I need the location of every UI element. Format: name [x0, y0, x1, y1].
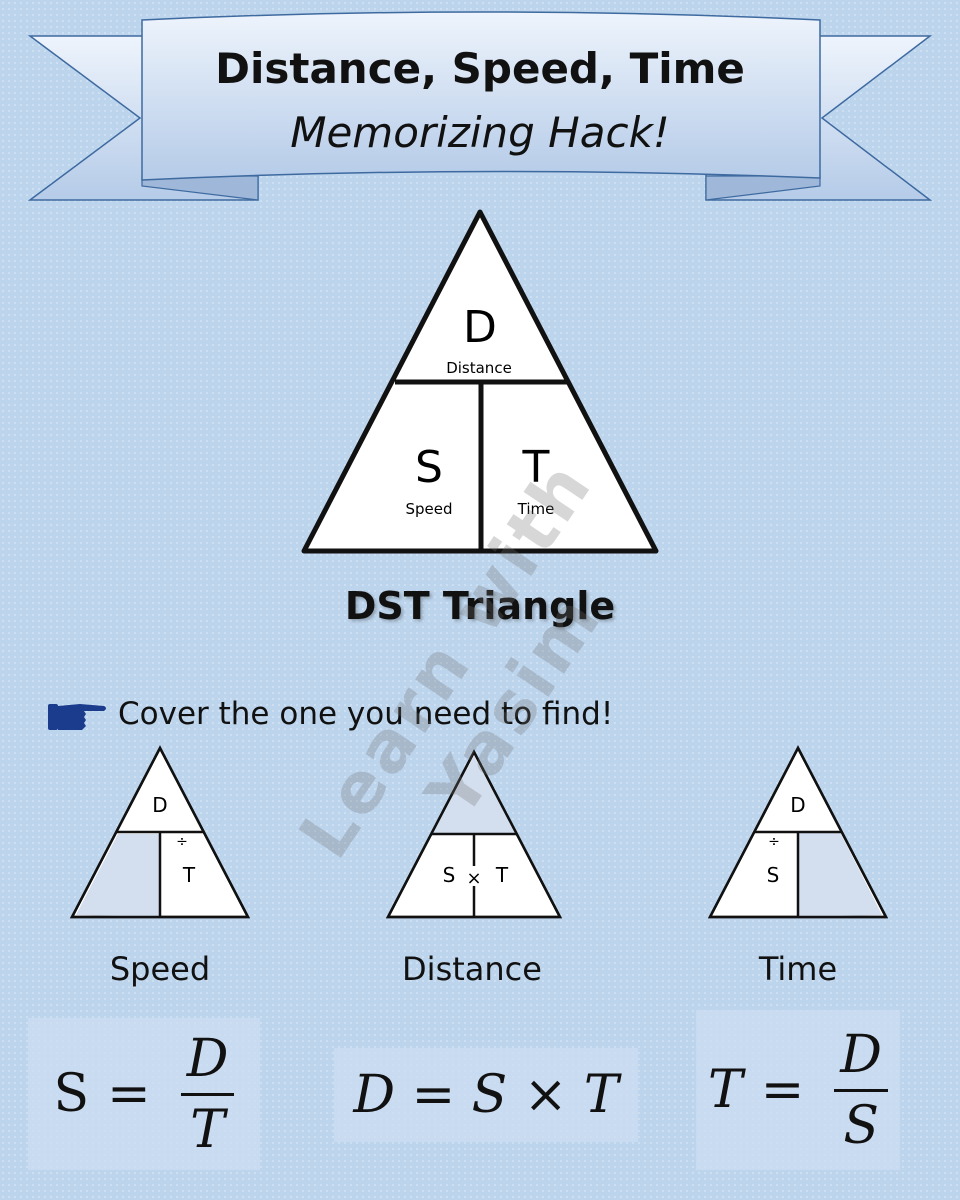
formula-time: T = D S: [696, 1010, 900, 1170]
speed-right-letter: T: [182, 863, 196, 887]
speed-formula-denominator: T: [190, 1099, 225, 1160]
top-letter: D: [463, 302, 497, 353]
right-label: Time: [517, 500, 555, 518]
speed-formula-numerator: D: [186, 1028, 229, 1089]
time-formula-fraction: D S: [834, 1025, 888, 1156]
distance-operator: ×: [466, 868, 481, 889]
speed-formula-lhs: S: [53, 1064, 90, 1124]
formula-speed: S = D T: [28, 1018, 260, 1170]
mini-triangle-time: D ÷ S: [707, 745, 889, 919]
mini-triangles: D ÷ T S × T D ÷ S: [69, 745, 889, 919]
speed-formula-bar: [180, 1092, 235, 1096]
label-time: Time: [758, 950, 838, 988]
distance-formula-text: D = S × T: [353, 1065, 619, 1125]
right-letter: T: [522, 442, 550, 493]
time-formula-numerator: D: [840, 1024, 882, 1085]
time-formula-lhs: T: [708, 1060, 743, 1120]
pointing-hand-icon: [48, 704, 106, 730]
dst-triangle: D Distance S Speed T Time: [301, 209, 659, 554]
time-operator: ÷: [768, 834, 780, 850]
banner-title: Distance, Speed, Time: [215, 44, 745, 93]
mini-triangle-speed: D ÷ T: [69, 745, 251, 919]
label-speed: Speed: [109, 950, 211, 988]
title-banner: [27, 11, 933, 201]
speed-formula-fraction: D T: [180, 1028, 235, 1160]
triangle-caption: DST Triangle: [344, 584, 616, 628]
speed-operator: ÷: [176, 834, 188, 850]
time-top-letter: D: [790, 793, 805, 817]
speed-top-letter: D: [152, 793, 167, 817]
banner-subtitle: Memorizing Hack!: [290, 108, 670, 157]
distance-left-letter: S: [443, 863, 456, 887]
left-letter: S: [415, 442, 443, 493]
time-formula-denominator: S: [843, 1095, 879, 1156]
distance-right-letter: T: [495, 863, 509, 887]
label-distance: Distance: [402, 950, 542, 988]
formula-distance: D = S × T: [334, 1048, 638, 1142]
left-label: Speed: [405, 500, 452, 518]
instruction-text: Cover the one you need to find!: [118, 696, 614, 732]
time-formula-equals: =: [760, 1060, 805, 1120]
time-formula-bar: [834, 1088, 888, 1092]
top-label: Distance: [446, 359, 512, 377]
speed-formula-equals: =: [107, 1064, 151, 1124]
time-left-letter: S: [767, 863, 780, 887]
mini-triangle-distance: S × T: [385, 749, 563, 919]
